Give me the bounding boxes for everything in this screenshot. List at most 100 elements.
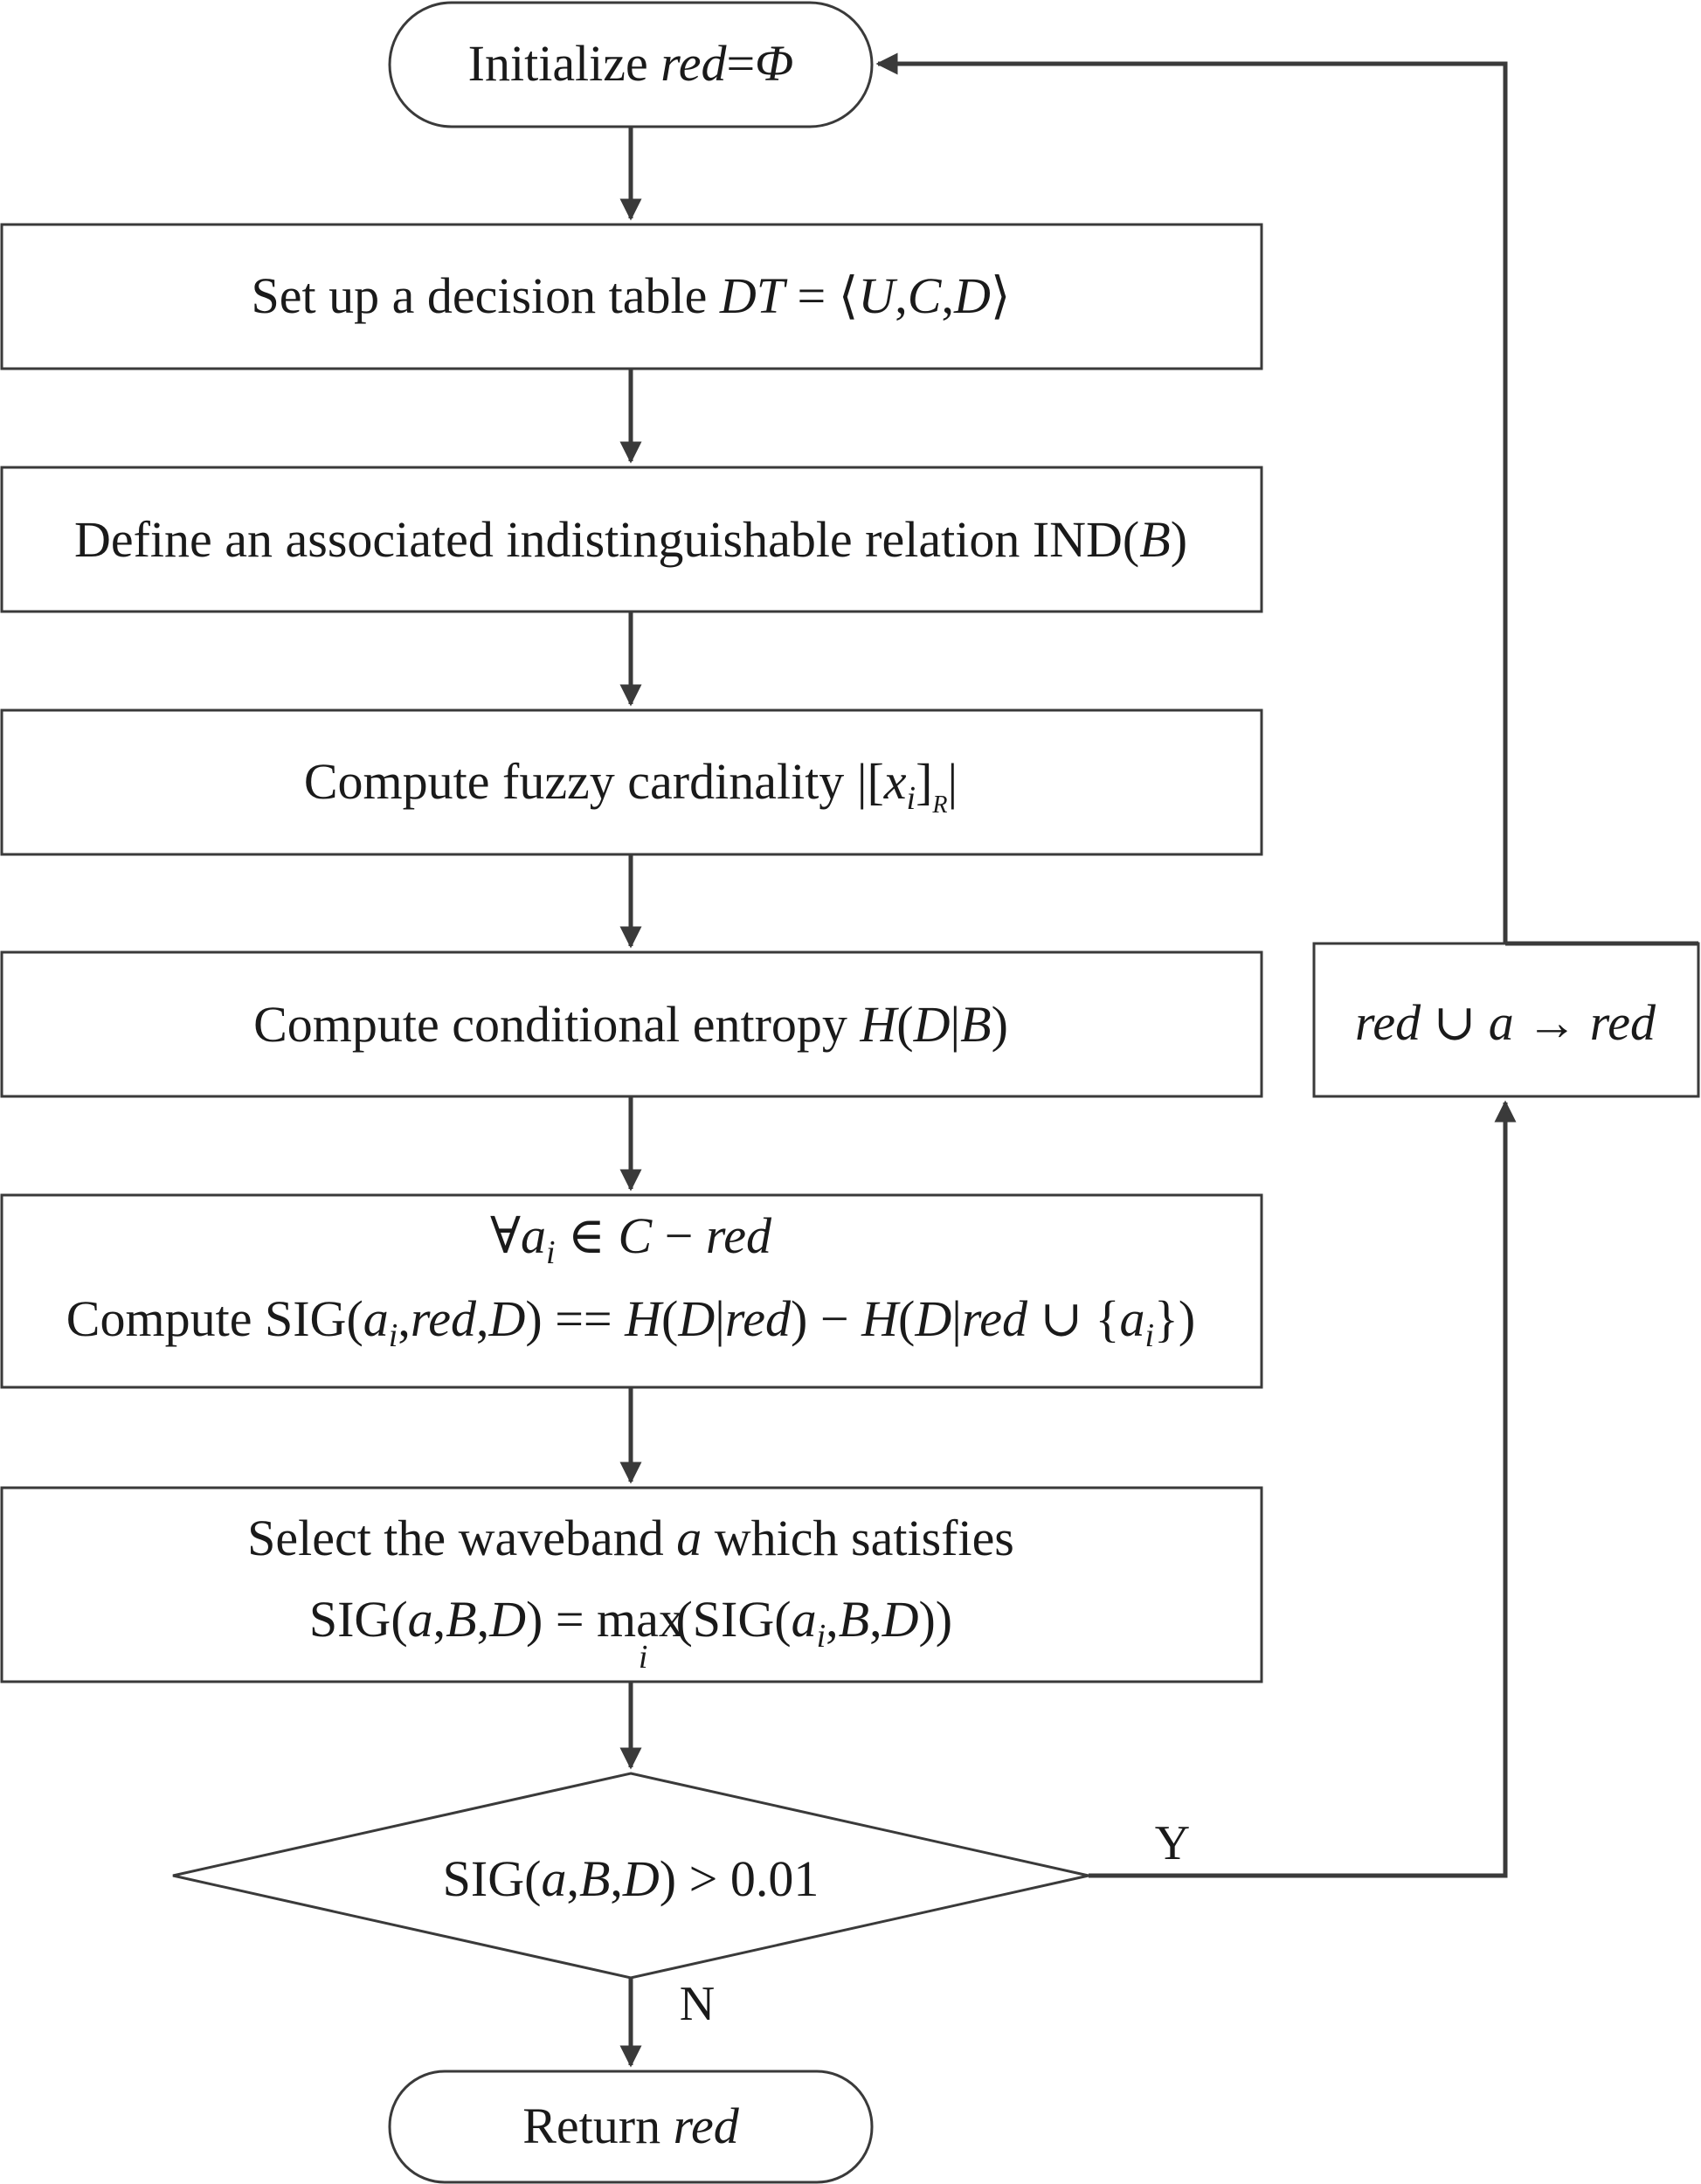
step-conditional-entropy: Compute conditional entropy H(D|B)	[0, 950, 1263, 1098]
h-symbol: H	[624, 1290, 664, 1347]
a-symbol: a	[1489, 994, 1514, 1051]
d-symbol: D	[953, 267, 991, 324]
satisfies-text: which satisfies	[715, 1510, 1014, 1566]
dt-symbol: DT	[719, 267, 788, 324]
sig-symbol: SIG	[265, 1290, 346, 1347]
step-decision-table-box	[0, 223, 1263, 370]
d-symbol: D	[914, 1290, 951, 1347]
right-brace: }	[1154, 1290, 1179, 1347]
right-paren: )	[992, 996, 1008, 1053]
c-symbol: C	[908, 267, 943, 324]
left-paren: (	[898, 1290, 915, 1347]
a-symbol: a	[792, 1591, 817, 1648]
start-phi: Φ	[755, 35, 793, 92]
sig-symbol: SIG	[309, 1591, 391, 1648]
double-equals: ==	[555, 1290, 612, 1347]
i-subscript: i	[546, 1234, 556, 1271]
red-symbol: red	[1355, 994, 1421, 1051]
right-paren: )	[526, 1591, 543, 1648]
step-compute-sig-line1: ∀ai ∈ C − red	[490, 1207, 772, 1271]
step-decision-table-label: Set up a decision table DT = ⟨U,C,D⟩	[252, 267, 1011, 324]
comma: ,	[610, 1850, 623, 1907]
element-of-symbol: ∈	[568, 1207, 605, 1264]
equals-sign: =	[798, 267, 826, 324]
end-text: Return	[522, 2098, 660, 2154]
h-symbol: H	[859, 996, 899, 1053]
yes-branch-label: Y	[1155, 1816, 1190, 1870]
end-var-red: red	[674, 2098, 740, 2154]
left-angle: ⟨	[839, 267, 859, 324]
step-compute-sig: ∀ai ∈ C − red Compute SIG(ai,red,D) == H…	[0, 1193, 1263, 1389]
right-paren: )	[1179, 1290, 1195, 1347]
d-symbol: D	[882, 1591, 919, 1648]
given-bar: |	[951, 996, 961, 1053]
left-paren: (	[391, 1591, 407, 1648]
i-subscript: i	[1144, 1317, 1154, 1354]
start-text: Initialize	[468, 35, 648, 92]
max-operator: max	[597, 1591, 684, 1648]
comma: ,	[869, 1591, 882, 1648]
forall-symbol: ∀	[490, 1207, 521, 1264]
equals-sign: =	[556, 1591, 584, 1648]
step-ind-relation-label: Define an associated indistinguishable r…	[74, 511, 1187, 568]
right-paren: )	[791, 1290, 807, 1347]
b-symbol: B	[839, 1591, 869, 1648]
d-symbol: D	[677, 1290, 715, 1347]
minus-sign: −	[665, 1207, 694, 1264]
u-symbol: U	[858, 267, 898, 324]
comma: ,	[566, 1850, 579, 1907]
update-red-label: red ∪ a → red	[1355, 994, 1656, 1051]
h-symbol: H	[861, 1290, 901, 1347]
start-label: Initialize red=Φ	[468, 35, 794, 92]
red-symbol: red	[725, 1290, 792, 1347]
ind-symbol: IND	[1033, 511, 1123, 568]
red-symbol: red	[411, 1290, 477, 1347]
a-symbol: a	[521, 1207, 546, 1264]
d-symbol: D	[622, 1850, 660, 1907]
left-paren: (	[896, 996, 913, 1053]
given-bar: |	[715, 1290, 725, 1347]
end-node: Return red	[388, 2070, 874, 2184]
red-symbol: red	[962, 1290, 1028, 1347]
right-angle: ⟩	[991, 267, 1011, 324]
left-brace: {	[1096, 1290, 1120, 1347]
comma: ,	[476, 1290, 489, 1347]
a-symbol: a	[676, 1510, 702, 1566]
d-symbol: D	[913, 996, 951, 1053]
sig-symbol: SIG	[693, 1591, 774, 1648]
b-symbol: B	[1139, 511, 1170, 568]
step-conditional-entropy-label: Compute conditional entropy H(D|B)	[253, 996, 1008, 1053]
comma: ,	[826, 1591, 839, 1648]
arrow-decision-yes-to-update	[1089, 1100, 1517, 1878]
union-symbol: ∪	[1041, 1290, 1083, 1347]
step-decision-table-text: Set up a decision table	[252, 267, 708, 324]
left-paren: (	[774, 1591, 791, 1648]
right-paren: )	[1171, 511, 1187, 568]
greater-than: >	[689, 1850, 718, 1907]
left-paren: (	[346, 1290, 363, 1347]
comma: ,	[433, 1591, 446, 1648]
right-paren: )	[936, 1591, 952, 1648]
step-decision-table: Set up a decision table DT = ⟨U,C,D⟩	[0, 223, 1263, 370]
step-ind-relation-box	[0, 466, 1263, 613]
r-subscript: R	[931, 791, 947, 819]
d-symbol: D	[488, 1591, 526, 1648]
end-label: Return red	[522, 2098, 740, 2154]
b-symbol: B	[960, 996, 991, 1053]
comma: ,	[941, 267, 954, 324]
end-terminal-shape	[388, 2070, 874, 2184]
red-symbol: red	[1590, 994, 1656, 1051]
red-symbol: red	[706, 1207, 772, 1264]
d-symbol: D	[488, 1290, 526, 1347]
update-red-node: red ∪ a → red	[1312, 942, 1700, 1098]
threshold-value: 0.01	[730, 1850, 819, 1907]
c-symbol: C	[618, 1207, 653, 1264]
i-subscript: i	[639, 1639, 648, 1676]
left-paren: (	[1123, 511, 1139, 568]
a-symbol: a	[363, 1290, 389, 1347]
a-symbol: a	[1119, 1290, 1144, 1347]
minus-sign: −	[820, 1290, 849, 1347]
step-compute-sig-line2: Compute SIG(ai,red,D) == H(D|red) − H(D|…	[66, 1290, 1195, 1354]
i-subscript: i	[817, 1618, 826, 1655]
